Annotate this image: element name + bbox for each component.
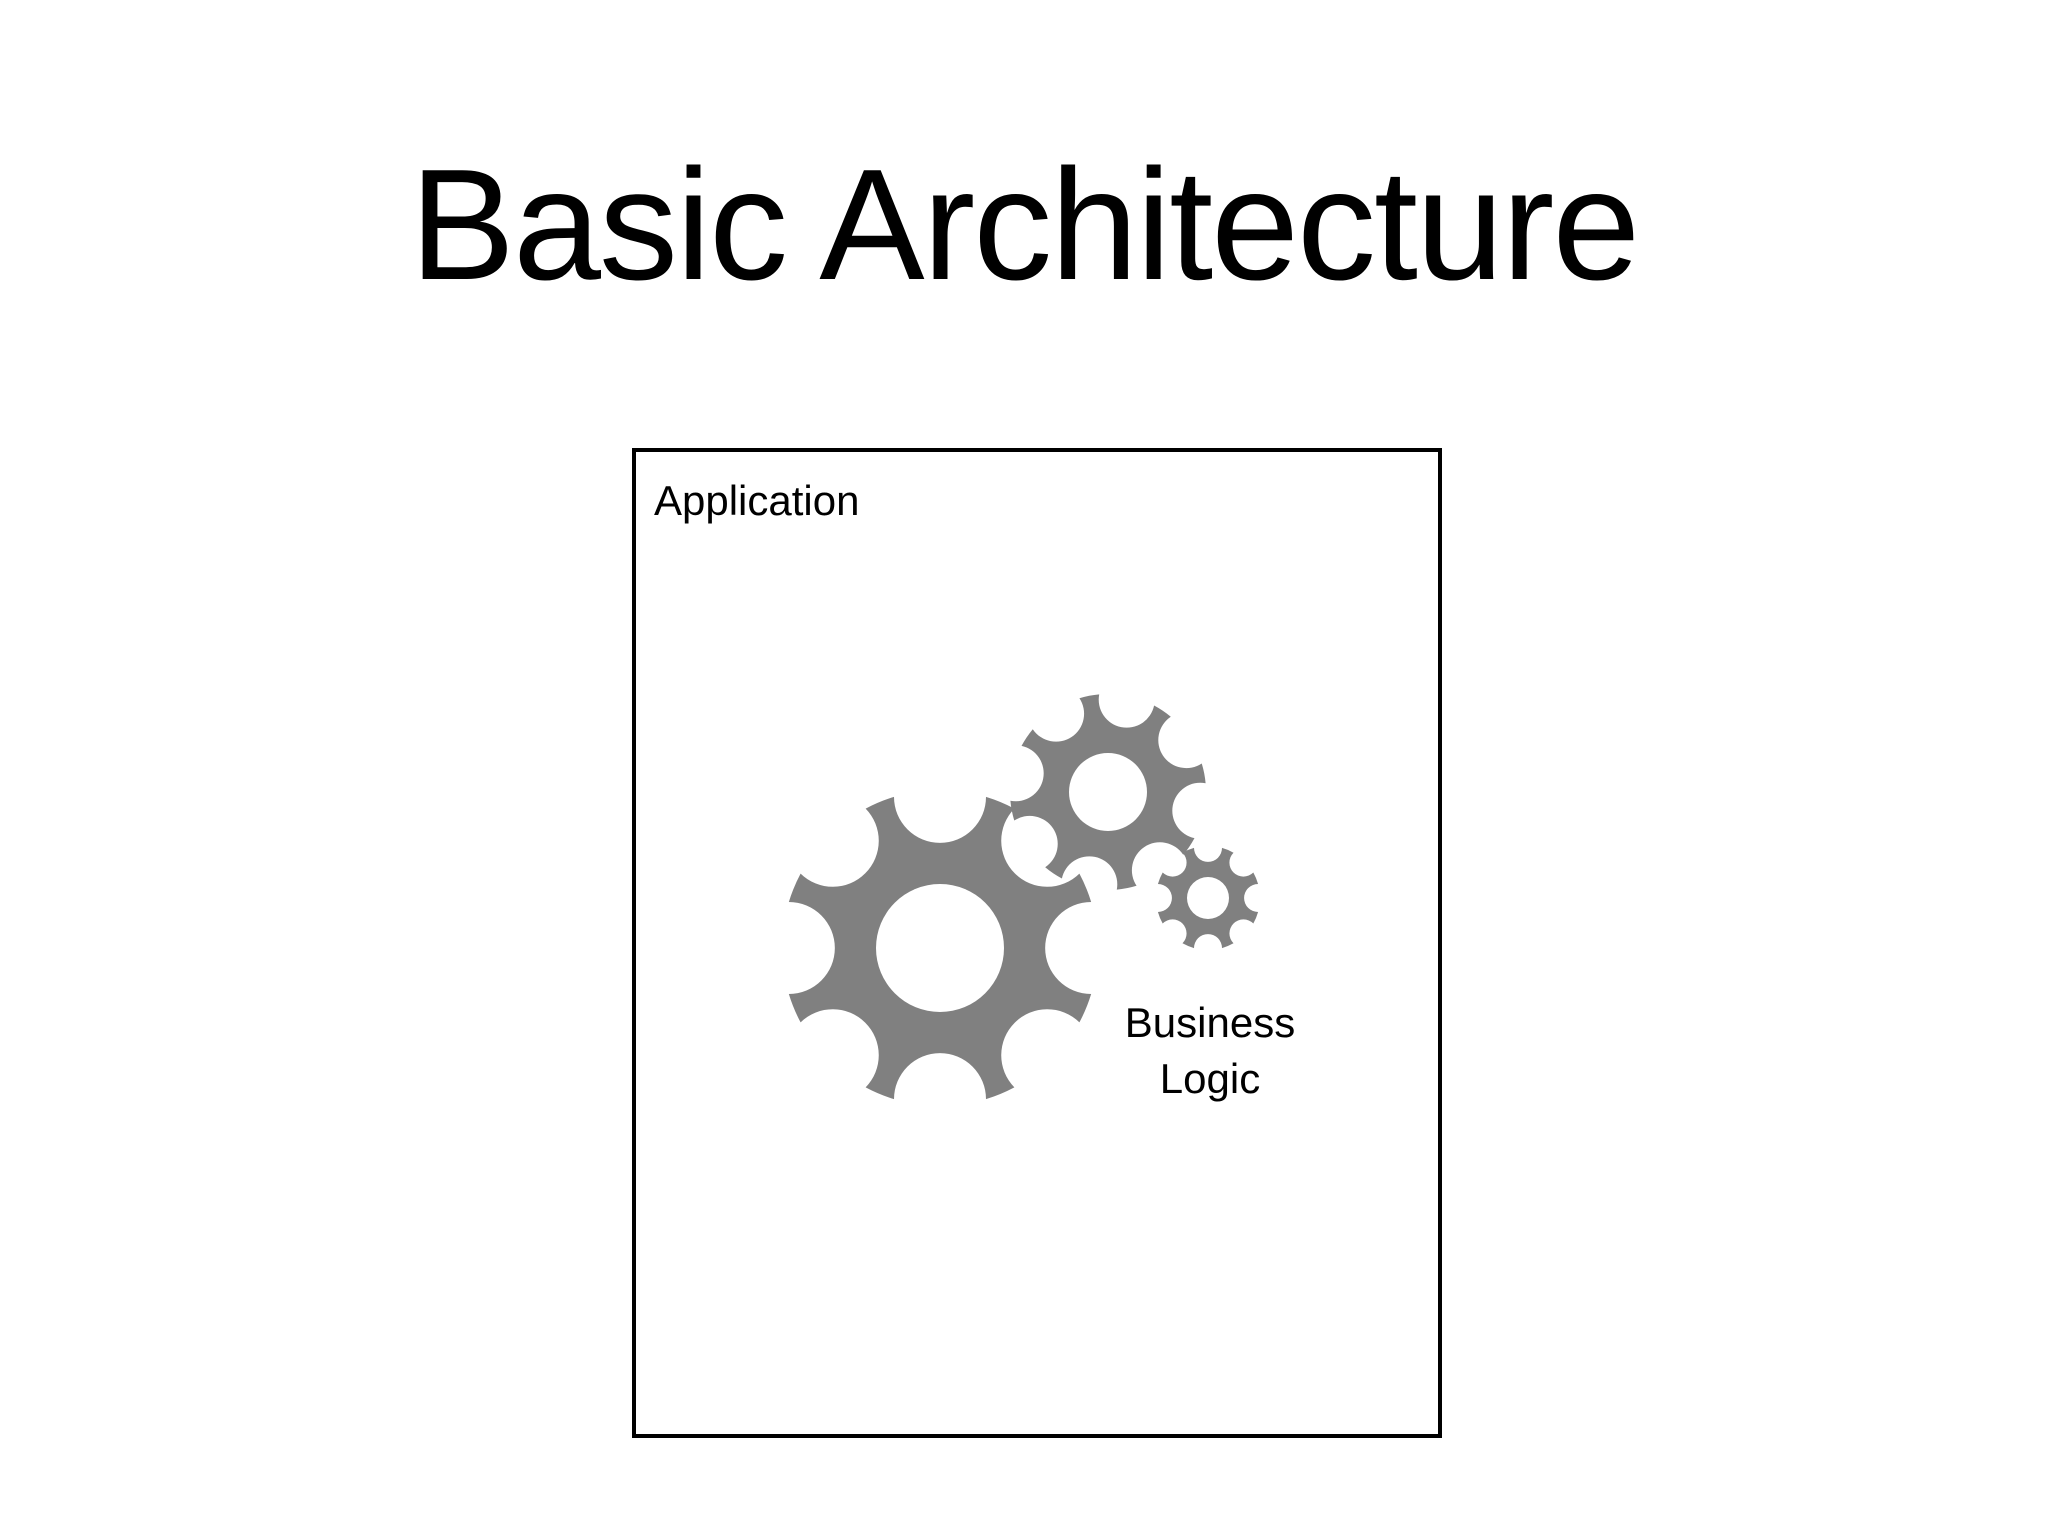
application-box: Application	[632, 448, 1442, 1438]
small-gear-icon	[1157, 847, 1259, 949]
business-logic-label: Business Logic	[1090, 995, 1330, 1107]
application-label: Application	[654, 477, 860, 524]
business-logic-label-line1: Business	[1124, 999, 1296, 1046]
business-logic-label-line2: Logic	[1159, 1055, 1261, 1102]
medium-gear-icon	[1010, 694, 1206, 890]
slide-title: Basic Architecture	[409, 137, 1641, 313]
large-gear-icon	[788, 796, 1092, 1100]
